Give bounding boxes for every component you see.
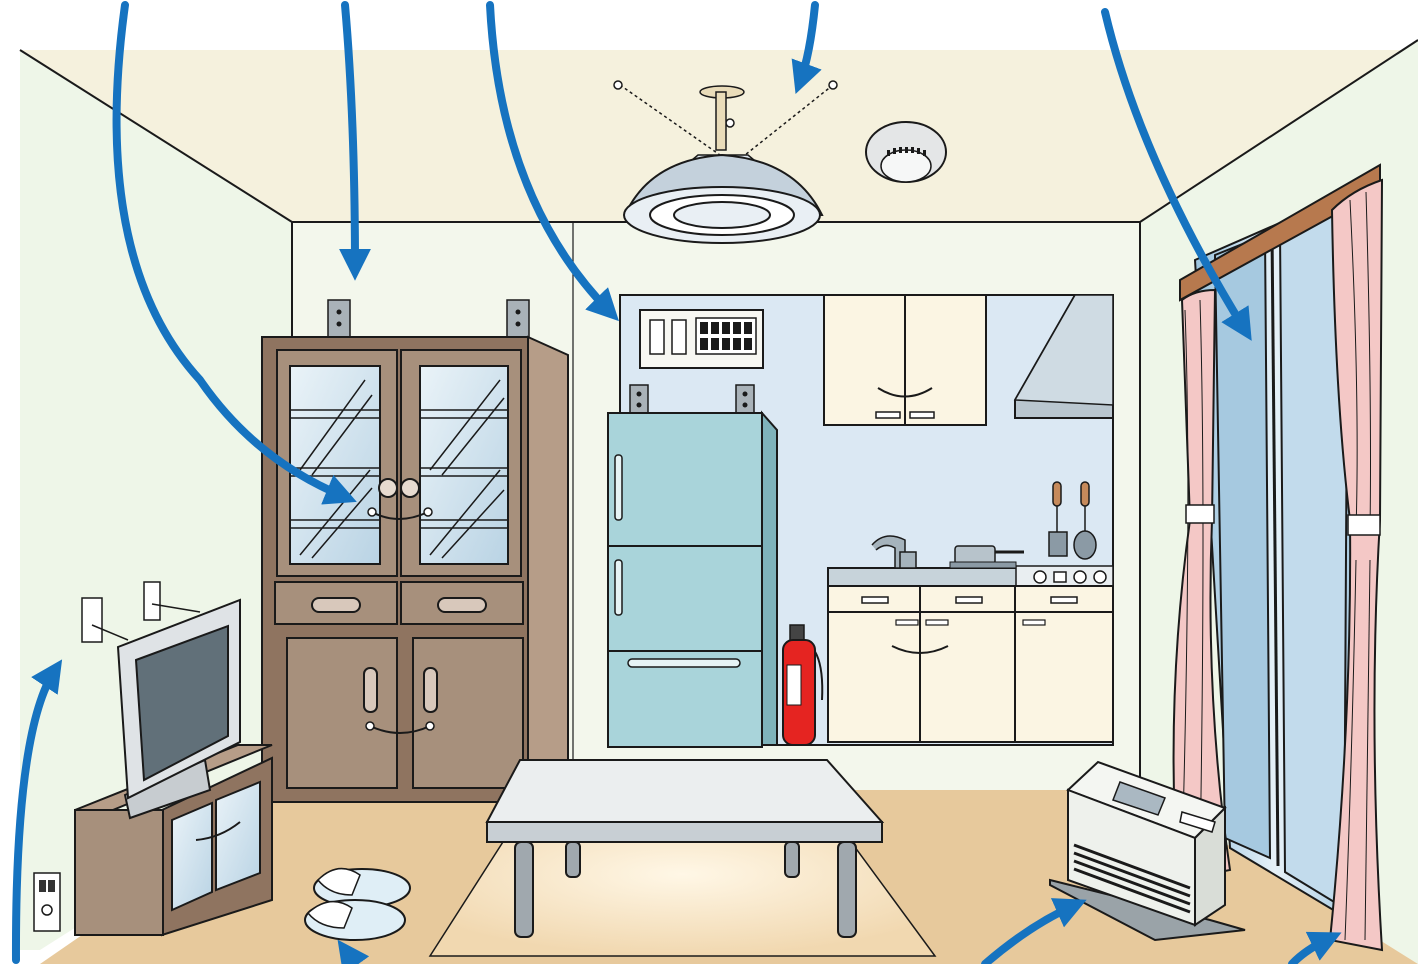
bracket-icon — [629, 384, 755, 416]
sliding-window — [1179, 163, 1381, 922]
hazard-arrow-icon — [337, 939, 370, 964]
kitchen-counter — [827, 535, 1114, 743]
wall-outlet-icon — [33, 581, 201, 932]
hazard-arrows — [11, 1, 1342, 964]
fan-heater — [1049, 760, 1246, 942]
refrigerator — [607, 384, 778, 748]
pendant-lamp-icon — [613, 80, 838, 244]
upper-kitchen-cabinet — [823, 294, 987, 426]
hazard-arrow-icon — [11, 659, 63, 964]
tv-stand — [74, 744, 273, 937]
television — [116, 598, 241, 820]
hazard-arrow-icon — [112, 1, 357, 505]
utensils — [1048, 481, 1097, 560]
smoke-detector-icon — [865, 121, 947, 183]
curtains — [1172, 178, 1384, 952]
low-table — [485, 759, 885, 938]
slippers — [304, 867, 411, 941]
hazard-arrow-icon — [338, 1, 371, 281]
cupboard — [261, 299, 569, 803]
hazard-arrow-icon — [1288, 931, 1342, 964]
breaker-panel — [639, 309, 764, 369]
fire-extinguisher-icon — [782, 624, 824, 746]
range-hood — [1013, 294, 1114, 419]
hazard-arrow-icon — [1101, 8, 1252, 341]
hazard-arrow-icon — [486, 1, 619, 322]
hazard-arrow-icon — [791, 1, 822, 95]
hazard-arrow-icon — [981, 898, 1087, 964]
